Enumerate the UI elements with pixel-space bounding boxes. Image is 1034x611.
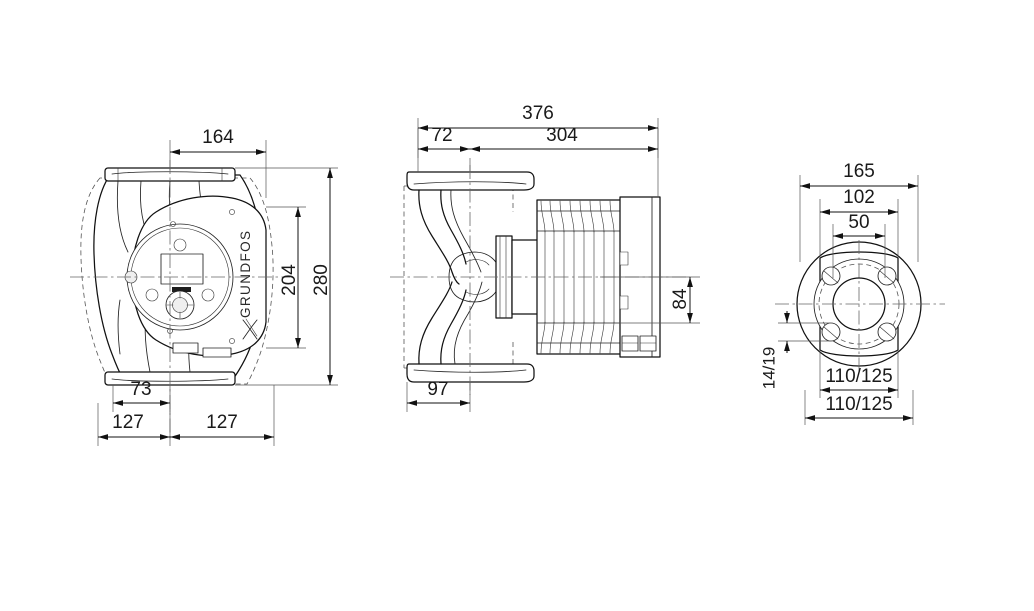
dim-376-value: 376 xyxy=(522,103,554,124)
view-front-elevation: GRUNDFOS 164 204 xyxy=(70,127,338,446)
button-right[interactable] xyxy=(201,288,215,302)
side-body-lower xyxy=(418,281,453,365)
dim-164-label: 164 xyxy=(202,127,234,148)
nameplate-lower xyxy=(619,295,629,310)
dim-102-label: 102 xyxy=(843,187,875,208)
dim-102: 102 xyxy=(819,187,899,258)
dim-127-right-label: 127 xyxy=(206,412,238,433)
screw-corner-3 xyxy=(229,338,235,344)
side-body-upper-inner xyxy=(440,189,467,265)
dim-84-label: 84 xyxy=(670,288,691,310)
dim-72-304: 72 304 xyxy=(417,125,659,172)
button-left[interactable] xyxy=(145,288,159,302)
dim-164: 164 xyxy=(169,127,267,198)
dim-127-left-label: 127 xyxy=(112,412,144,433)
connector-tab-right xyxy=(202,347,232,358)
view-side-elevation: 127 376 72 304 84 97 xyxy=(390,103,700,412)
screw-corner-1 xyxy=(170,221,176,227)
dim-280-label: 280 xyxy=(311,264,332,296)
dim-84: 84 xyxy=(600,276,700,324)
dim-110-125-a-label: 110/125 xyxy=(825,366,892,387)
dim-127-pair: 127 127 xyxy=(97,385,275,446)
cable-gland-1 xyxy=(621,335,639,352)
navigation-pad xyxy=(165,290,195,320)
dim-110-125-b: 110/125 xyxy=(804,390,914,425)
side-bottom-flange xyxy=(406,363,535,383)
side-top-flange xyxy=(406,171,535,191)
screw-top xyxy=(173,238,187,252)
connector-tab-left xyxy=(172,342,199,354)
dim-165-label: 165 xyxy=(843,161,875,182)
dim-97-label: 97 xyxy=(427,379,448,400)
screw-corner-2 xyxy=(229,209,235,215)
dim-110-125-a: 110/125 xyxy=(819,350,899,398)
display-bar xyxy=(172,287,191,292)
flange-bolt-holes xyxy=(821,266,897,342)
display-window xyxy=(160,253,204,285)
dim-50: 50 xyxy=(832,212,886,278)
dim-204: 204 xyxy=(266,206,306,349)
dim-73-label: 73 xyxy=(130,379,151,400)
dim-204-label: 204 xyxy=(279,264,300,296)
side-body-upper xyxy=(418,189,460,285)
fin-row-top xyxy=(536,200,622,233)
cable-gland-2 xyxy=(639,335,657,352)
dim-304-label: 304 xyxy=(546,125,578,146)
view-flange-end: 165 102 50 14/19 110/ xyxy=(759,161,945,425)
nameplate-upper xyxy=(619,251,629,266)
dim-280: 280 xyxy=(235,167,338,386)
dim-97: 97 xyxy=(406,379,471,412)
dim-165: 165 xyxy=(799,161,919,262)
dim-110-125-b-label: 110/125 xyxy=(825,394,892,415)
side-body-lower-inner xyxy=(440,289,467,365)
front-top-flange xyxy=(104,167,236,182)
dim-14-19-label: 14/19 xyxy=(759,347,778,390)
dim-50-label: 50 xyxy=(848,212,869,233)
dim-73: 73 xyxy=(112,379,171,412)
dim-14-19: 14/19 xyxy=(759,311,831,389)
brand-x-icon xyxy=(242,318,258,340)
dim-72-label: 72 xyxy=(431,125,452,146)
side-cable-glands xyxy=(621,335,657,352)
brand-logo-text: GRUNDFOS xyxy=(238,230,253,318)
front-control-head: GRUNDFOS xyxy=(124,195,267,358)
